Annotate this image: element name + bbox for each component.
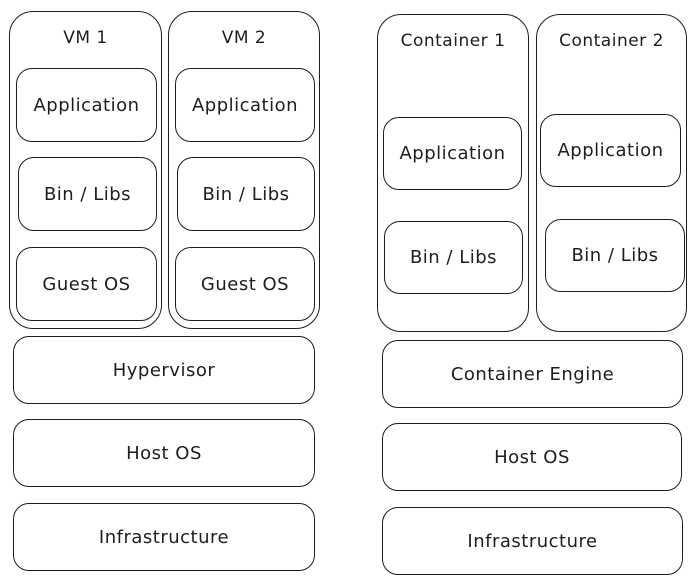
vm-1-title: VM 1 [63, 28, 108, 48]
vm-2-guest-os-label: Guest OS [200, 273, 290, 295]
container-1-title: Container 1 [400, 31, 506, 51]
container-engine-label: Container Engine [450, 363, 615, 385]
container-host-os-box: Host OS [382, 423, 682, 491]
vm-1-application-label: Application [33, 94, 140, 116]
container-1-bin-libs-label: Bin / Libs [409, 247, 498, 268]
vm-2-bin-libs-label: Bin / Libs [202, 183, 290, 205]
vm-2-application-label: Application [191, 94, 299, 116]
vm-1-application-box: Application [16, 68, 157, 142]
vm-infrastructure-label: Infrastructure [98, 526, 230, 548]
container-2-application-box: Application [540, 114, 681, 187]
container-2-bin-libs-label: Bin / Libs [571, 245, 659, 266]
container-infrastructure-box: Infrastructure [382, 507, 683, 575]
vm-1-bin-libs-box: Bin / Libs [18, 157, 157, 231]
vm-2-bin-libs-box: Bin / Libs [177, 157, 315, 231]
vm-2-application-box: Application [175, 68, 315, 142]
container-2-application-label: Application [557, 140, 664, 161]
vm-1-guest-os-label: Guest OS [42, 273, 131, 295]
container-1-application-label: Application [399, 143, 506, 164]
container-1-application-box: Application [383, 117, 522, 190]
hypervisor-label: Hypervisor [112, 359, 216, 381]
vm-1-guest-os-box: Guest OS [16, 247, 157, 321]
container-1-bin-libs-box: Bin / Libs [384, 221, 523, 294]
container-2-title: Container 2 [559, 31, 664, 51]
vm-2-title: VM 2 [221, 28, 267, 48]
vm-2-guest-os-box: Guest OS [175, 247, 315, 321]
container-host-os-label: Host OS [494, 446, 570, 468]
container-engine-box: Container Engine [382, 340, 683, 408]
vm-1-bin-libs-label: Bin / Libs [43, 183, 132, 205]
hypervisor-box: Hypervisor [13, 336, 315, 404]
container-infrastructure-label: Infrastructure [467, 530, 598, 552]
container-2-bin-libs-box: Bin / Libs [545, 219, 685, 292]
vm-host-os-box: Host OS [13, 419, 315, 487]
vm-host-os-label: Host OS [126, 442, 202, 464]
vm-infrastructure-box: Infrastructure [13, 503, 315, 571]
